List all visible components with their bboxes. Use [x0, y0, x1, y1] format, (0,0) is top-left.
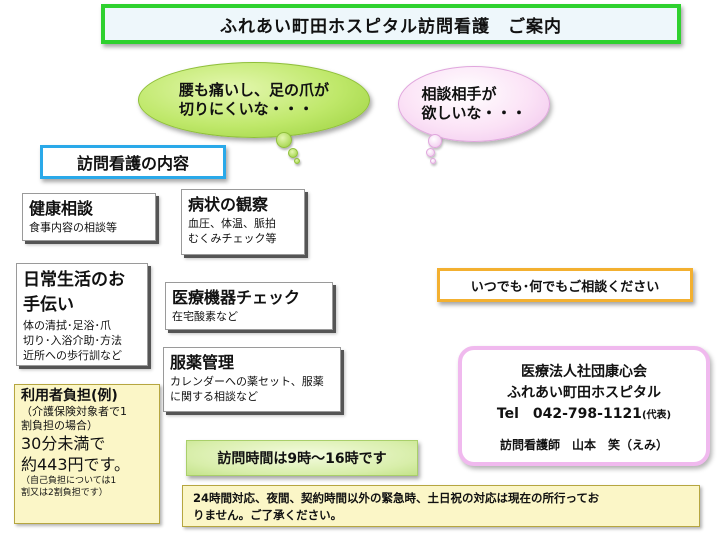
bubble-dot-green-3 [294, 158, 300, 164]
section-header-text: 訪問看護の内容 [76, 154, 189, 173]
bubble-pink-line-1: 相談相手が [421, 85, 497, 103]
bubble-dot-green-2 [288, 148, 298, 158]
phone-suffix: (代表) [641, 410, 672, 421]
card-medication-title: 服薬管理 [170, 353, 235, 372]
cost-footnote-2: 割又は2割負担です） [21, 488, 108, 498]
bubble-pink-line-2: 欲しいな・・・ [421, 104, 527, 122]
page-title-text: ふれあい町田ホスピタル訪問看護 ご案内 [220, 16, 562, 37]
bubble-green-line-2: 切りにくいな・・・ [178, 100, 314, 118]
section-header: 訪問看護の内容 [40, 145, 226, 179]
card-daily-life-desc-3: 近所への歩行訓など [23, 349, 122, 362]
hospital-nurse: 訪問看護師 山本 笑（えみ） [499, 438, 668, 452]
card-daily-life-desc-1: 体の清拭･足浴･爪 [23, 319, 111, 332]
card-health-consultation-desc: 食事内容の相談等 [29, 221, 117, 234]
card-symptom-observation-desc-2: むくみチェック等 [188, 232, 277, 245]
card-health-consultation: 健康相談 食事内容の相談等 [22, 193, 156, 241]
visiting-hours-text: 訪問時間は9時～16時です [217, 451, 387, 467]
phone-prefix: Tel [496, 406, 533, 422]
cost-note-2: 割負担の場合） [21, 419, 98, 432]
card-medication-desc-1: カレンダーへの薬セット、服薬 [170, 375, 324, 388]
cost-footnote-1: （自己負担については1 [21, 476, 117, 486]
cost-note-1: （介護保険対象者で1 [21, 405, 127, 418]
bubble-dot-green-1 [276, 132, 292, 148]
page-title: ふれあい町田ホスピタル訪問看護 ご案内 [101, 4, 681, 44]
visiting-hours-banner: 訪問時間は9時～16時です [186, 440, 418, 476]
hospital-contact-box: 医療法人社団康心会 ふれあい町田ホスピタル Tel 042-798-1121(代… [458, 346, 710, 466]
cost-amount-1: 30分未満で [21, 434, 106, 453]
card-symptom-observation: 病状の観察 血圧、体温、脈拍 むくみチェック等 [181, 189, 305, 255]
bubble-dot-pink-2 [426, 148, 435, 157]
cost-heading: 利用者負担(例) [21, 388, 118, 404]
card-daily-life-help: 日常生活のお 手伝い 体の清拭･足浴･爪 切り･入浴介助･方法 近所への歩行訓な… [16, 263, 148, 366]
thought-bubble-pink: 相談相手が 欲しいな・・・ [398, 66, 550, 142]
card-medical-equipment-title: 医療機器チェック [172, 288, 301, 307]
hospital-phone-line: Tel 042-798-1121(代表) [462, 404, 706, 426]
card-medical-equipment: 医療機器チェック 在宅酸素など [165, 282, 333, 330]
card-symptom-observation-desc-1: 血圧、体温、脈拍 [188, 217, 276, 230]
bubble-dot-pink-1 [428, 134, 442, 148]
card-medication-desc-2: に関する相談など [170, 390, 258, 403]
emergency-notice-line-1: 24時間対応、夜間、契約時間以外の緊急時、土日祝の対応は現在の所行ってお [193, 491, 600, 505]
card-daily-life-title-2: 手伝い [23, 295, 74, 315]
card-medication-management: 服薬管理 カレンダーへの薬セット、服薬 に関する相談など [163, 347, 341, 412]
hospital-corporation: 医療法人社団康心会 [521, 364, 647, 380]
thought-bubble-green: 腰も痛いし、足の爪が 切りにくいな・・・ [138, 62, 370, 138]
emergency-notice: 24時間対応、夜間、契約時間以外の緊急時、土日祝の対応は現在の所行ってお りませ… [182, 485, 700, 527]
cost-amount-2: 約443円です。 [21, 455, 130, 474]
phone-number[interactable]: 042-798-1121 [532, 406, 642, 422]
anytime-consult-text: いつでも･何でもご相談ください [470, 279, 660, 295]
emergency-notice-line-2: りません。ご了承ください。 [193, 508, 343, 522]
card-health-consultation-title: 健康相談 [29, 199, 94, 218]
card-daily-life-title-1: 日常生活のお [23, 270, 125, 290]
card-symptom-observation-title: 病状の観察 [188, 195, 269, 214]
bubble-green-line-1: 腰も痛いし、足の爪が [178, 81, 329, 99]
bubble-dot-pink-3 [430, 158, 436, 164]
card-medical-equipment-desc: 在宅酸素など [172, 310, 238, 323]
card-daily-life-desc-2: 切り･入浴介助･方法 [23, 334, 122, 347]
cost-example-box: 利用者負担(例) （介護保険対象者で1 割負担の場合） 30分未満で 約443円… [14, 384, 160, 524]
hospital-name: ふれあい町田ホスピタル [507, 385, 661, 401]
anytime-consult-banner: いつでも･何でもご相談ください [437, 268, 693, 302]
